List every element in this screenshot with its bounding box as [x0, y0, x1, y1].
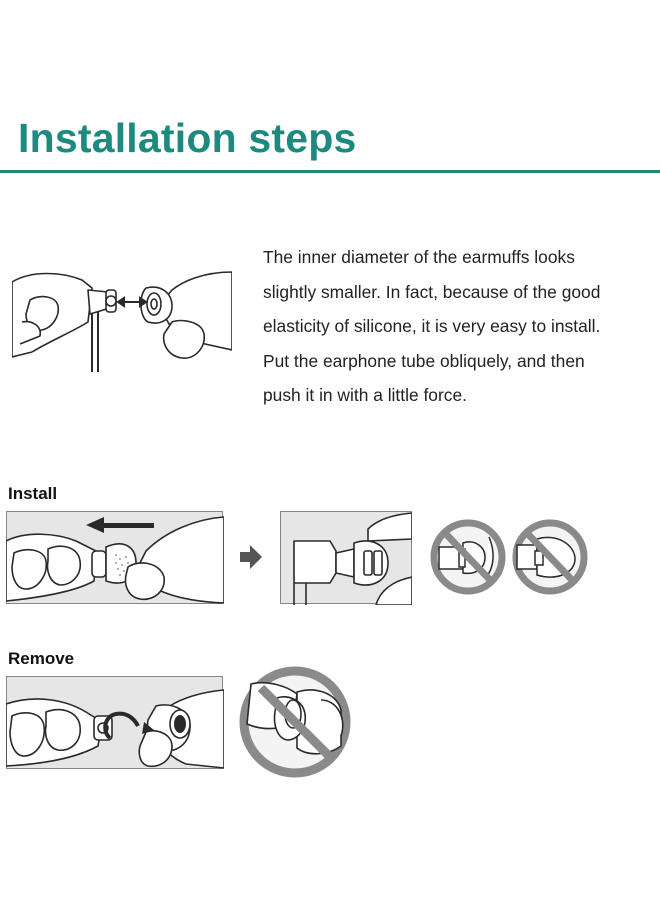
remove-step-illustration: [6, 676, 224, 770]
installed-eartip-illustration: [280, 511, 412, 605]
page-title: Installation steps: [18, 115, 357, 161]
remove-heading: Remove: [8, 649, 75, 668]
description-line: push it in with a little force.: [263, 385, 467, 405]
description-line: elasticity of silicone, it is very easy …: [263, 316, 601, 336]
title-underline: [0, 170, 660, 173]
next-step-arrow-icon: [238, 544, 264, 570]
wrong-position-1-prohibited-icon: [429, 517, 507, 597]
wrong-removal-prohibited-icon: [237, 664, 353, 780]
wrong-position-2-prohibited-icon: [511, 517, 589, 597]
description-line: The inner diameter of the earmuffs looks: [263, 247, 575, 267]
description-line: slightly smaller. In fact, because of th…: [263, 281, 601, 302]
description-line: Put the earphone tube obliquely, and the…: [263, 350, 585, 371]
installation-description: The inner diameter of the earmuffs looks…: [263, 240, 658, 413]
install-step-illustration: [6, 511, 224, 605]
install-heading: Install: [8, 484, 58, 503]
attach-eartip-illustration: [12, 262, 232, 382]
